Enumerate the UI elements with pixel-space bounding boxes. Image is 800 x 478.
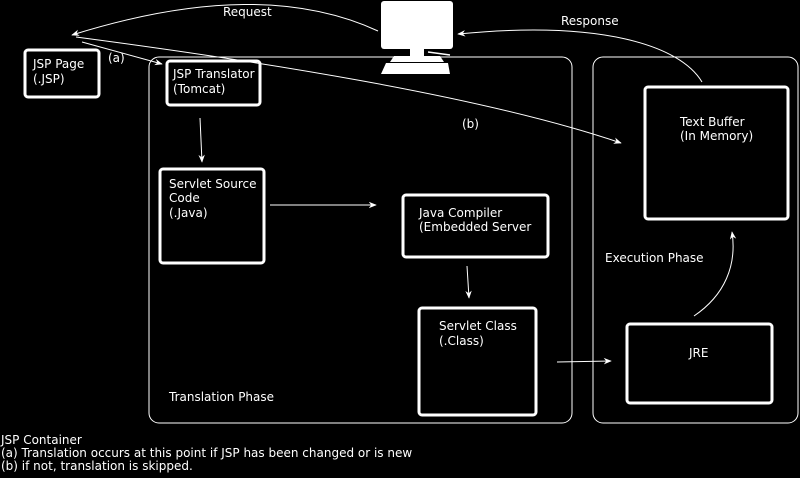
translator-to-source-arrow — [198, 117, 205, 163]
java-compiler-label-line: (Embedded Server — [419, 220, 531, 234]
response-arrow — [457, 29, 703, 83]
jsp-translator-label: JSP Translator (Tomcat) — [172, 67, 255, 96]
jsp-page-label: JSP Page (.JSP) — [32, 57, 84, 86]
jsp-translator-box — [165, 59, 262, 107]
jre-to-text-buffer-arrow — [693, 231, 737, 317]
footnote-b: (b) if not, translation is skipped. — [1, 459, 193, 473]
translation-phase-container — [148, 56, 573, 424]
text-buffer-label-line: Text Buffer — [679, 115, 745, 129]
execution-phase-label: Execution Phase — [605, 251, 704, 265]
compiler-to-class-arrow — [465, 265, 472, 299]
java-compiler-box — [401, 193, 550, 259]
cached-path-b-arrow — [75, 36, 622, 144]
servlet-class-label: Servlet Class (.Class) — [439, 319, 517, 348]
servlet-class-box — [417, 306, 538, 417]
text-buffer-label: Text Buffer (In Memory) — [679, 115, 753, 143]
jsp-page-label-line: (.JSP) — [33, 72, 65, 86]
desktop-computer-icon — [381, 1, 453, 74]
java-compiler-label: Java Compiler (Embedded Server — [418, 206, 531, 234]
translation-phase-label: Translation Phase — [168, 390, 274, 404]
jre-box — [625, 322, 774, 405]
execution-phase-container — [592, 56, 799, 424]
footnote-container-title: JSP Container — [1, 433, 82, 447]
jsp-page-to-translator-arrow — [81, 41, 163, 66]
servlet-source-label-line: Code — [169, 191, 200, 205]
jre-label: JRE — [688, 346, 708, 360]
text-buffer-label-line: (In Memory) — [680, 129, 753, 143]
label-b: (b) — [462, 117, 479, 131]
servlet-source-label-line: Servlet Source — [169, 177, 257, 191]
jre-label-line: JRE — [688, 346, 708, 360]
request-label: Request — [223, 5, 272, 19]
text-buffer-box — [643, 85, 790, 221]
servlet-class-label-line: (.Class) — [439, 334, 484, 348]
java-compiler-label-line: Java Compiler — [418, 206, 502, 220]
label-a: (a) — [108, 51, 125, 65]
jsp-translator-label-line: (Tomcat) — [173, 82, 225, 96]
class-to-jre-arrow — [556, 357, 612, 365]
jsp-translator-label-line: JSP Translator — [172, 67, 255, 81]
jsp-page-box — [23, 48, 101, 99]
servlet-source-label-line: (.Java) — [169, 206, 208, 220]
servlet-source-label: Servlet Source Code (.Java) — [169, 177, 257, 220]
response-label: Response — [561, 14, 619, 28]
servlet-source-box — [158, 167, 266, 265]
servlet-class-label-line: Servlet Class — [439, 319, 517, 333]
request-arrow — [71, 4, 379, 36]
jsp-page-label-line: JSP Page — [32, 57, 84, 71]
footnotes: JSP Container (a) Translation occurs at … — [1, 434, 412, 473]
footnote-a: (a) Translation occurs at this point if … — [1, 446, 413, 460]
